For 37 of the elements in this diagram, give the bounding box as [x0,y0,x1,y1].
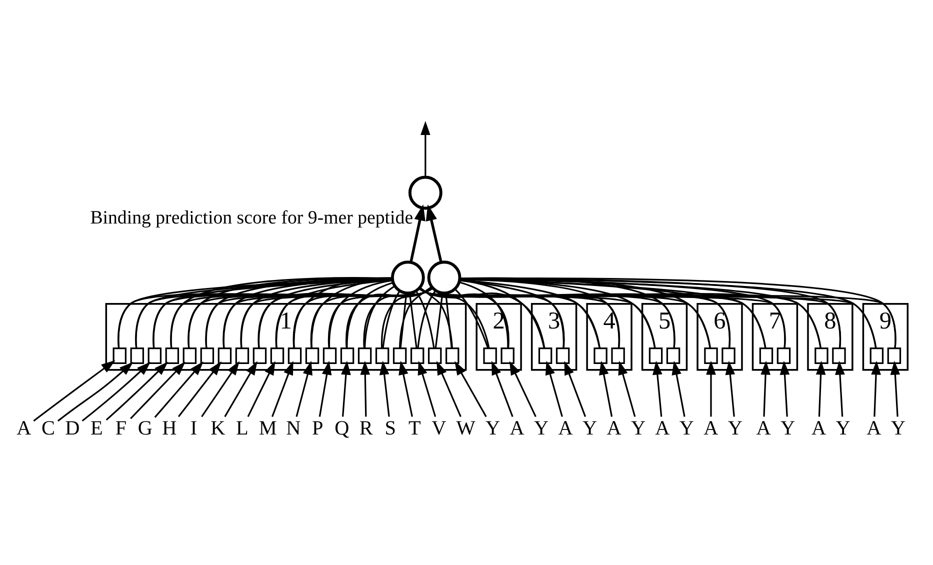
node-text: P [312,418,324,440]
node-text: Y [485,418,500,440]
node-text: K [210,418,226,440]
node-text: D [65,418,80,440]
node-text: A [756,418,771,440]
node-text: E [90,418,103,440]
node-text: F [115,418,127,440]
node-text: Y [630,418,646,440]
node-text: Y [582,418,598,440]
node-text: A [655,418,670,440]
node-text: G [138,418,153,440]
node-text: A [16,418,32,440]
node-label: Binding prediction score for 9-mer peptide [90,207,414,228]
node-text: Y [534,418,549,440]
node-text: Y [679,418,694,440]
node-text: I [190,418,198,440]
node-text: Y [836,418,850,440]
node-text: N [286,418,301,440]
node-text: A [811,418,826,440]
node-text: Y [780,418,796,440]
node-text: Y [890,418,906,440]
node-text: A [704,418,718,440]
node-text: Y [728,418,743,440]
node-text: A [866,418,882,440]
node-text: A [606,418,622,440]
node-text: C [42,418,55,440]
node-text: W [456,418,476,440]
node-text: M [258,418,277,440]
node-text: A [510,418,524,440]
node-text: R [359,418,373,440]
node-text: L [236,418,248,440]
node-text: S [384,418,396,440]
node-text: T [408,418,421,440]
node-text: H [162,418,177,440]
node-text: V [432,418,446,440]
node-text: Q [334,418,350,440]
node-text: A [558,418,573,440]
